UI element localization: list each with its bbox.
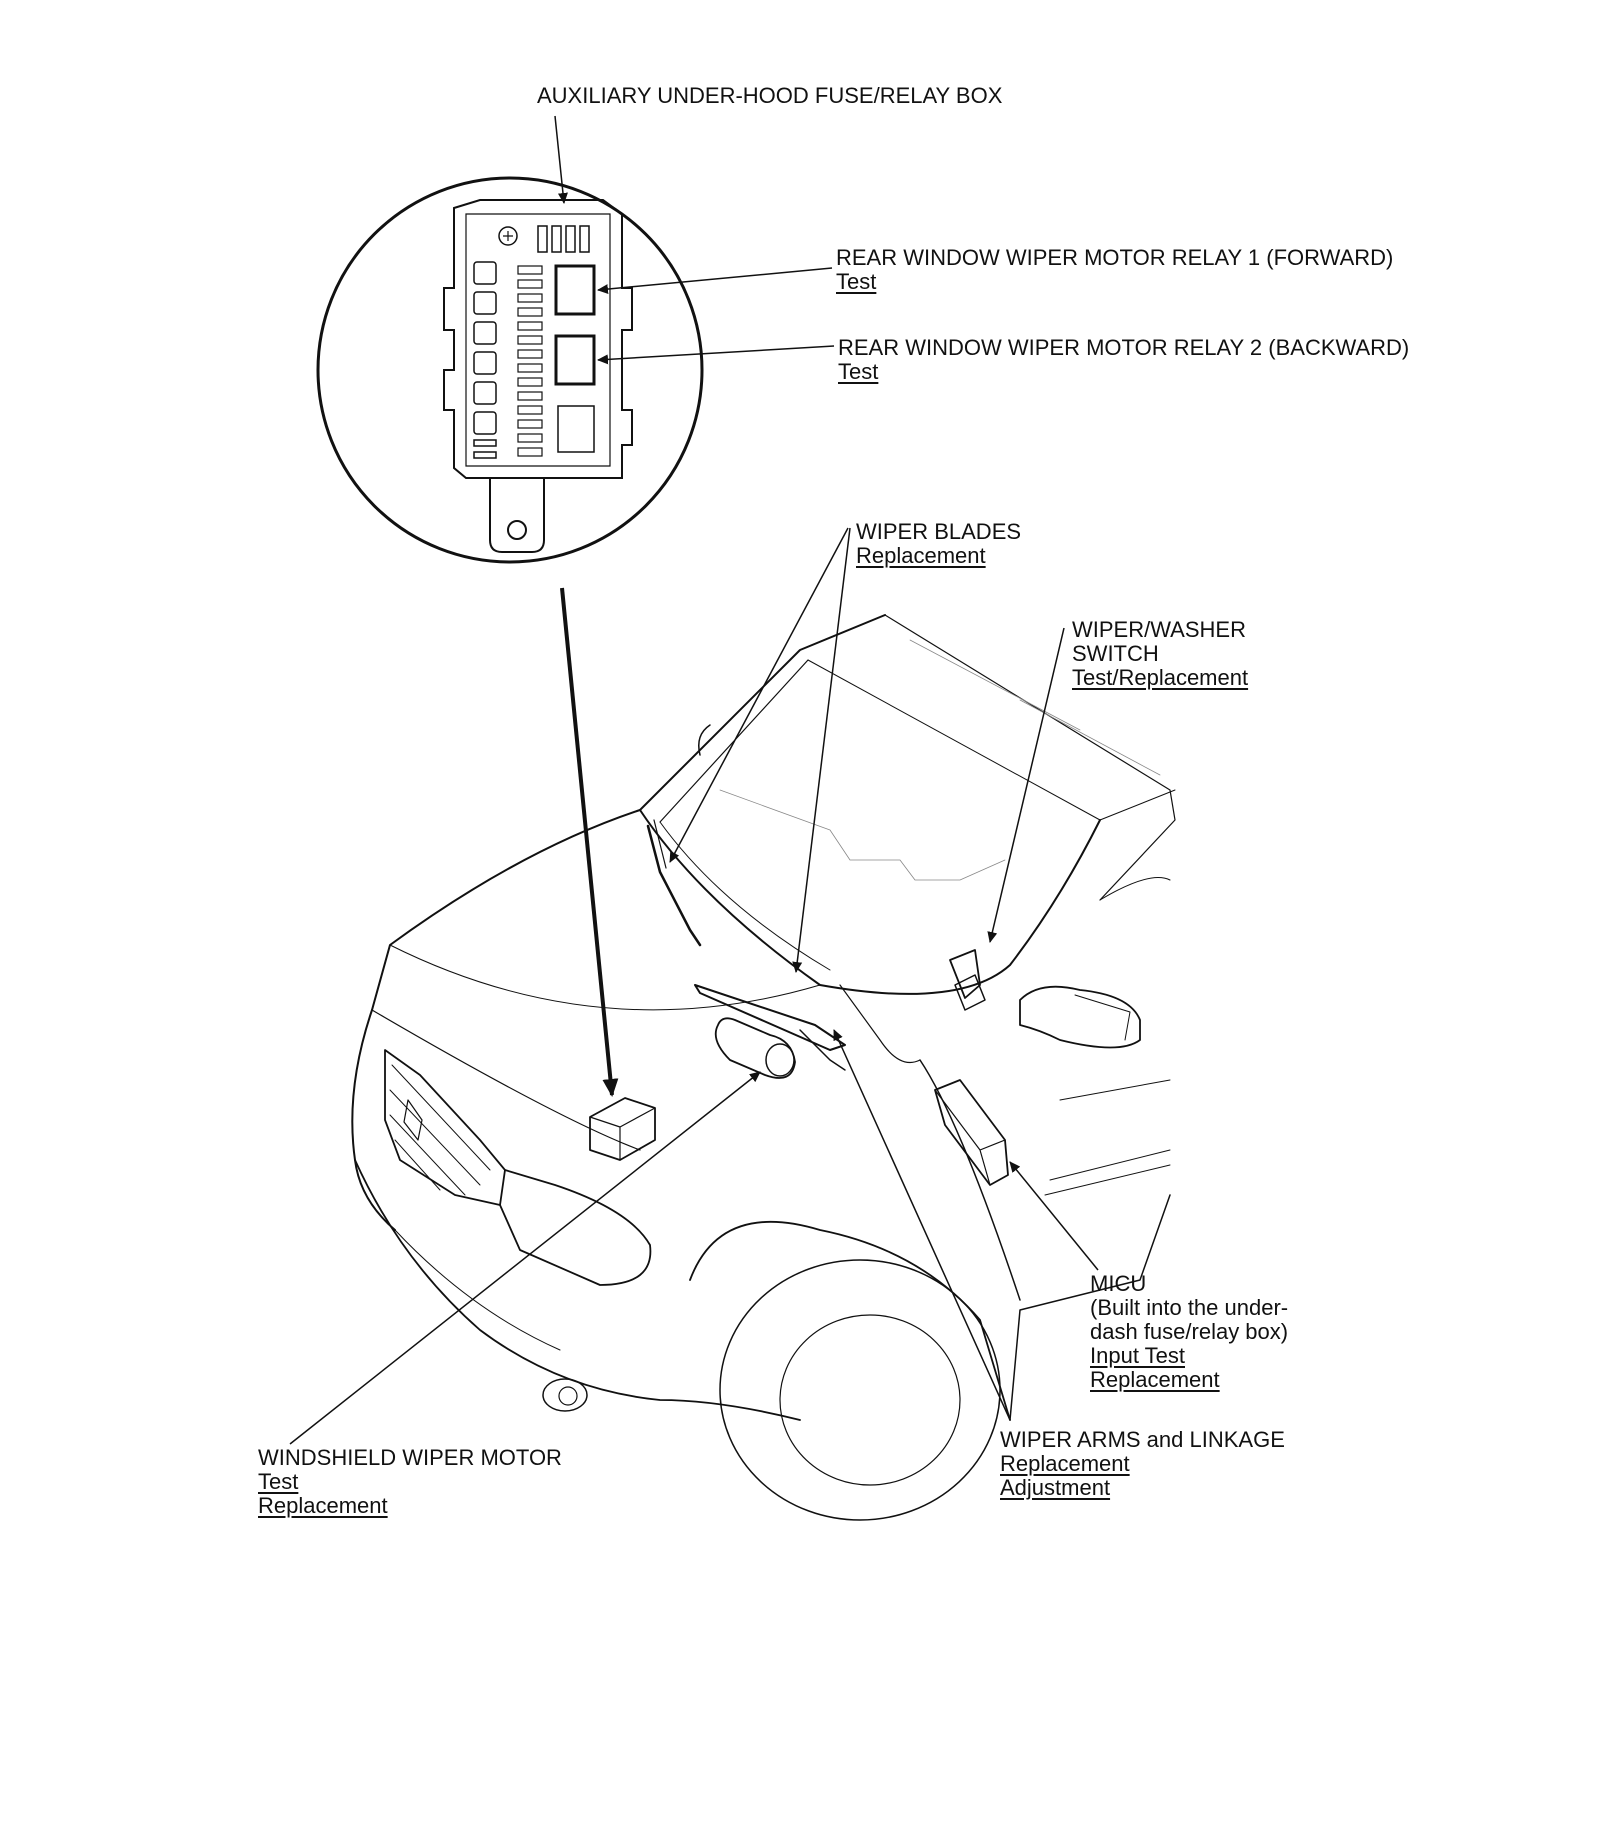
wiper-switch-title-1: WIPER/WASHER — [1072, 617, 1246, 642]
micu-title-1: MICU — [1090, 1271, 1147, 1296]
wiper-arms-label: WIPER ARMS and LINKAGE Replacement Adjus… — [1000, 1428, 1285, 1500]
relay1-title: REAR WINDOW WIPER MOTOR RELAY 1 (FORWARD… — [836, 245, 1394, 270]
wiper-switch-title-2: SWITCH — [1072, 641, 1159, 666]
micu-label: MICU (Built into the under- dash fuse/re… — [1090, 1272, 1288, 1392]
driver-wiper-blade — [646, 824, 702, 947]
relay1-test-link[interactable]: Test — [836, 269, 877, 294]
aux-fuse-box-label: AUXILIARY UNDER-HOOD FUSE/RELAY BOX — [537, 84, 1002, 108]
wiper-blades-replacement-link[interactable]: Replacement — [856, 543, 986, 568]
aux-fuse-box-location — [589, 1097, 656, 1161]
hood — [371, 809, 641, 1011]
detail-circle — [316, 176, 704, 564]
wiper-switch-label: WIPER/WASHER SWITCH Test/Replacement — [1072, 618, 1248, 690]
wiper-arms-adjustment-link[interactable]: Adjustment — [1000, 1475, 1111, 1500]
fuse-box-detail-view — [316, 176, 704, 564]
windshield — [639, 809, 1101, 995]
passenger-wiper-blade — [694, 984, 846, 1051]
relay1-label: REAR WINDOW WIPER MOTOR RELAY 1 (FORWARD… — [836, 246, 1393, 294]
wiper-switch-test-replacement-link[interactable]: Test/Replacement — [1072, 665, 1249, 690]
front-bumper — [354, 1159, 801, 1421]
micu-replacement-link[interactable]: Replacement — [1090, 1367, 1220, 1392]
wiper-arms-title: WIPER ARMS and LINKAGE — [1000, 1427, 1285, 1452]
wiper-arms-replacement-link[interactable]: Replacement — [1000, 1451, 1130, 1476]
emblem — [403, 1099, 423, 1141]
windshield-wiper-motor — [714, 1017, 796, 1079]
wiper-washer-switch — [949, 949, 981, 999]
wiper-motor-title: WINDSHIELD WIPER MOTOR — [258, 1445, 562, 1470]
relay2-title: REAR WINDOW WIPER MOTOR RELAY 2 (BACKWAR… — [838, 335, 1410, 360]
aux-fuse-box-title: AUXILIARY UNDER-HOOD FUSE/RELAY BOX — [537, 83, 1003, 108]
rear-wiper-relay-2 — [554, 334, 596, 386]
side-mirror — [1019, 985, 1141, 1049]
relay2-test-link[interactable]: Test — [838, 359, 879, 384]
vehicle-illustration — [351, 614, 1176, 1521]
micu-title-2: (Built into the under- — [1090, 1295, 1289, 1320]
fuse-box-outline — [443, 199, 633, 479]
fog-light — [542, 1378, 588, 1412]
fuse-box-mount-tab — [489, 478, 545, 553]
wiper-motor-replacement-link[interactable]: Replacement — [258, 1493, 388, 1518]
bolt-icon — [498, 226, 518, 246]
wiper-motor-test-link[interactable]: Test — [258, 1469, 299, 1494]
wheel-arch — [689, 1220, 1011, 1421]
wiper-motor-label: WINDSHIELD WIPER MOTOR Test Replacement — [258, 1446, 562, 1518]
front-wheel — [719, 1259, 1001, 1521]
wiper-blades-title: WIPER BLADES — [856, 519, 1022, 544]
micu-title-3: dash fuse/relay box) — [1090, 1319, 1289, 1344]
wiper-blades-label: WIPER BLADES Replacement — [856, 520, 1021, 568]
micu-box — [934, 1079, 1009, 1186]
leader-lines — [289, 115, 1099, 1445]
grille — [384, 1049, 506, 1206]
rear-wiper-relay-1 — [554, 264, 596, 316]
headlight — [499, 1169, 652, 1286]
micu-input-test-link[interactable]: Input Test — [1090, 1343, 1185, 1368]
relay2-label: REAR WINDOW WIPER MOTOR RELAY 2 (BACKWAR… — [838, 336, 1409, 384]
